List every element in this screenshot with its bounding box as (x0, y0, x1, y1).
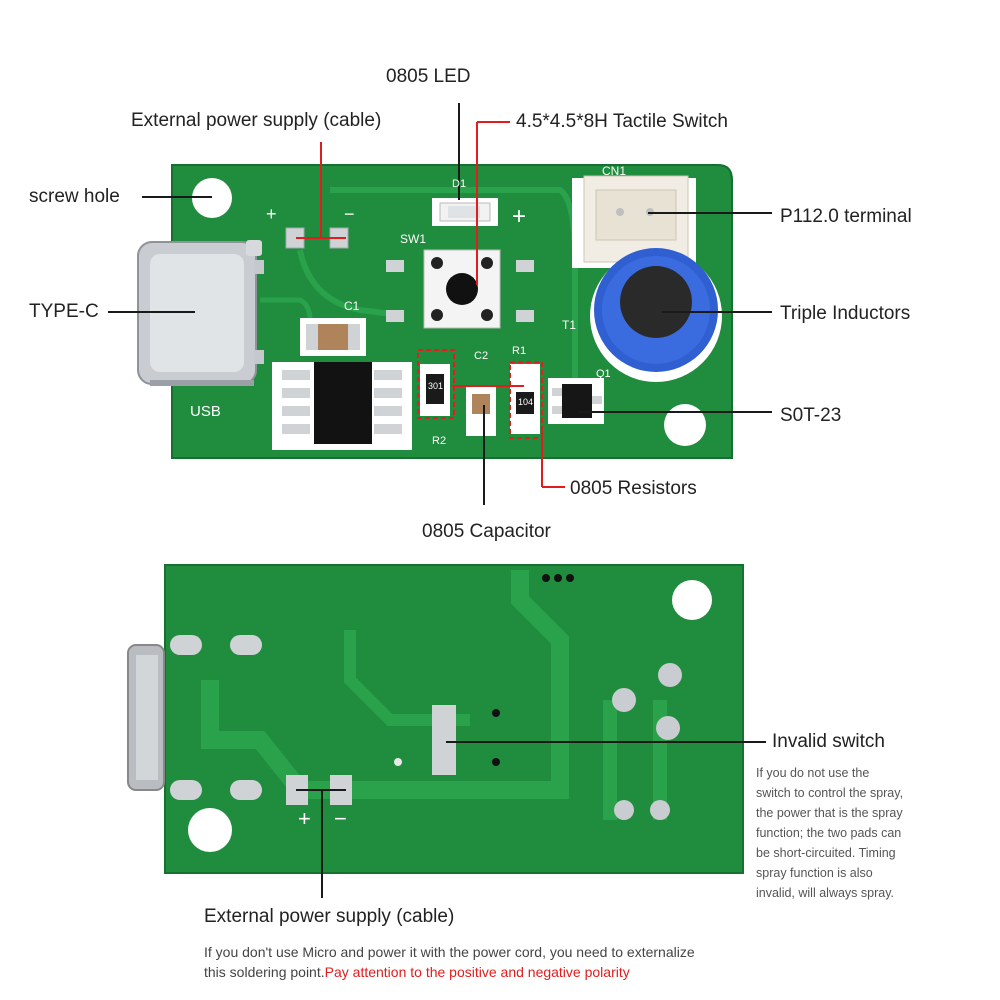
label-tactile-switch: 4.5*4.5*8H Tactile Switch (516, 111, 728, 132)
silk-res-b: 104 (518, 397, 534, 407)
label-0805-capacitor: 0805 Capacitor (422, 521, 551, 542)
silk-d1: D1 (452, 178, 467, 190)
label-0805-resistors: 0805 Resistors (570, 478, 697, 499)
note-line: switch to control the spray, (756, 786, 904, 800)
label-type-c: TYPE-C (29, 301, 99, 322)
label-screw-hole: screw hole (29, 186, 120, 207)
note-line: spray function is also (756, 866, 873, 880)
bottom-pad-plus: + (298, 806, 311, 831)
label-external-power-top: External power supply (cable) (131, 110, 382, 131)
silk-c1: C1 (344, 299, 360, 313)
top-screw-hole-right (664, 404, 706, 446)
usb-c-connector (137, 240, 264, 386)
footer-line-2: this soldering point.Pay attention to th… (204, 962, 695, 982)
label-triple-inductors: Triple Inductors (780, 303, 911, 324)
note-line: invalid, will always spray. (756, 886, 895, 900)
tactile-switch (386, 249, 534, 329)
silk-sw1: SW1 (400, 232, 427, 246)
silk-cn1: CN1 (602, 164, 627, 178)
silk-t1: T1 (562, 318, 577, 332)
footer-note: If you don't use Micro and power it with… (204, 942, 695, 982)
label-p112-terminal: P112.0 terminal (780, 206, 912, 227)
footer-line-1: If you don't use Micro and power it with… (204, 944, 695, 960)
footer-line-2-black: this soldering point. (204, 964, 325, 980)
footer-line-2-red: Pay attention to the positive and negati… (324, 964, 630, 980)
note-line: be short-circuited. Timing (756, 846, 896, 860)
silk-usb: USB (190, 403, 221, 420)
label-sot23: S0T-23 (780, 405, 842, 426)
silk-plus-led: + (512, 203, 527, 230)
silk-minus: − (344, 204, 355, 224)
silk-r1: R1 (512, 345, 527, 357)
ic-chip (272, 362, 412, 450)
label-0805-led: 0805 LED (386, 66, 471, 87)
leader-lines (108, 103, 772, 898)
top-pcb-board (137, 164, 733, 459)
silk-q1: Q1 (596, 368, 611, 380)
silk-plus: + (266, 204, 277, 224)
bottom-pad-minus: − (334, 806, 347, 831)
silk-r2: R2 (432, 435, 447, 447)
label-invalid-switch: Invalid switch (772, 731, 885, 752)
note-line: function; the two pads can (756, 826, 902, 840)
note-line: If you do not use the (756, 766, 870, 780)
note-line: the power that is the spray (756, 806, 903, 820)
invalid-switch-pads (432, 705, 456, 775)
invalid-switch-note: If you do not use the switch to control … (756, 763, 903, 903)
label-external-power-bottom: External power supply (cable) (204, 906, 455, 927)
silk-res-a: 301 (428, 381, 444, 391)
silk-c2: C2 (474, 350, 489, 362)
bottom-pcb-board (127, 564, 744, 874)
triple-inductor (590, 248, 722, 382)
